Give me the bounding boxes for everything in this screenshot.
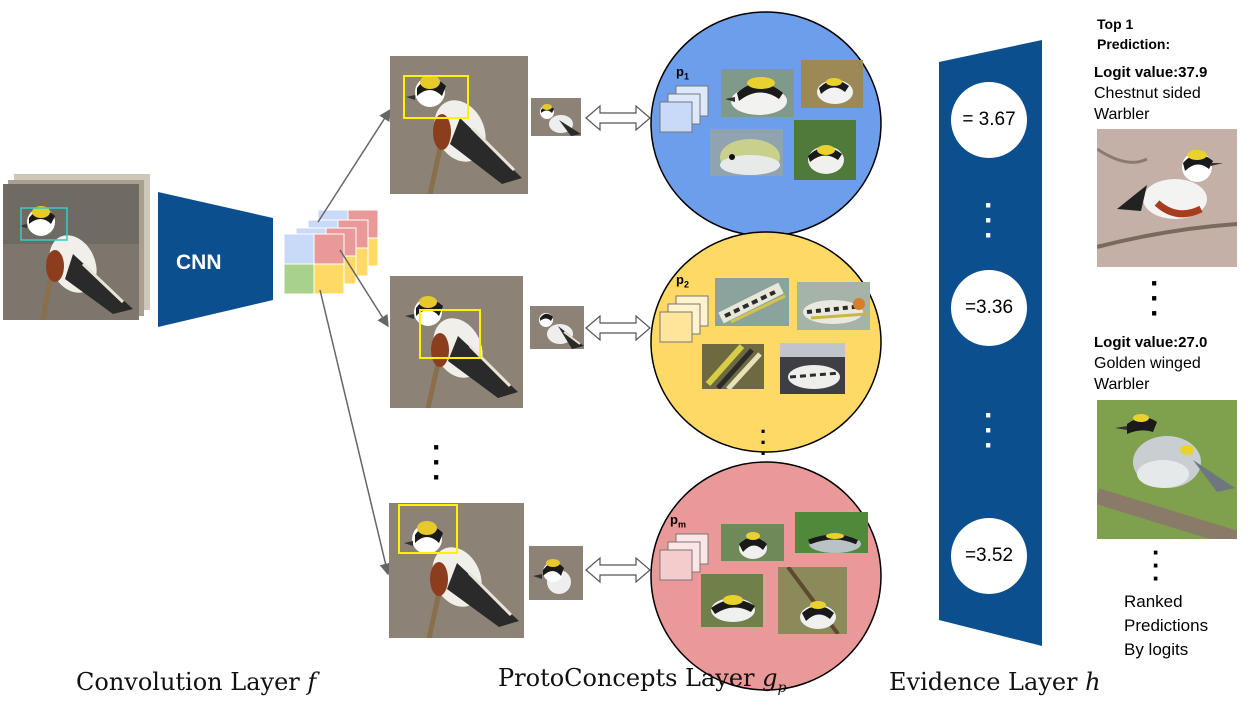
evidence-value-2: =3.36 (951, 270, 1027, 346)
proto-label-m: pm (670, 512, 686, 530)
patch-thumb-2 (530, 306, 584, 349)
arrow-to-top (317, 108, 391, 223)
prediction-footer: Ranked Predictions By logits (1124, 592, 1209, 659)
arrow-to-bottom (319, 289, 392, 576)
proto-example-photo (721, 524, 784, 561)
prototype-stack-icon (659, 295, 709, 343)
patch-thumb-m (529, 546, 583, 600)
vertical-ellipsis: ··· (1152, 537, 1161, 593)
prediction-header: Top 1 Prediction: (1097, 16, 1171, 52)
proto-example-photo (780, 343, 845, 394)
convolution-layer-caption: Convolution Layer f (76, 668, 317, 696)
prediction-second: Logit value:27.0 Golden winged Warbler (1094, 334, 1208, 393)
proto-example-photo (801, 60, 863, 108)
feature-map-icon (283, 209, 379, 295)
vertical-ellipsis: ··· (760, 419, 768, 466)
prototype-stack-icon (659, 533, 709, 581)
proto-example-photo (795, 512, 868, 553)
prototype-stack-icon (659, 85, 709, 133)
evidence-value-3: =3.52 (951, 518, 1027, 594)
patch-image-top (390, 56, 528, 194)
input-bird-photo (3, 184, 139, 320)
proto-label-1: p1 (676, 64, 689, 82)
proto-example-photo (702, 344, 764, 389)
proto-example-photo (710, 129, 783, 176)
double-arrow-icon (585, 314, 651, 342)
double-arrow-icon (585, 104, 651, 132)
patch-image-bottom (389, 503, 524, 638)
proto-example-photo (794, 120, 856, 180)
prediction-top1: Logit value:37.9 Chestnut sided Warbler (1094, 64, 1208, 123)
cnn-label: CNN (176, 251, 222, 274)
patch-thumb-1 (531, 98, 581, 136)
proto-example-photo (797, 282, 870, 330)
proto-example-photo (715, 278, 789, 326)
evidence-value-1: = 3.67 (951, 82, 1027, 158)
cnn-trapezoid (158, 192, 273, 327)
proto-example-photo (701, 574, 763, 627)
evidence-layer-caption: Evidence Layer h (889, 668, 1101, 696)
prediction-bird-photo-2 (1097, 400, 1237, 539)
vertical-ellipsis: ··· (1150, 267, 1160, 330)
vertical-ellipsis: ··· (984, 399, 994, 462)
protoconcepts-layer-caption: ProtoConcepts Layer gp (498, 664, 787, 696)
vertical-ellipsis: ··· (984, 189, 994, 252)
prediction-bird-photo-1 (1097, 129, 1237, 267)
proto-example-photo (778, 567, 847, 634)
proto-example-photo (721, 69, 794, 117)
arrow-to-middle (339, 249, 389, 328)
proto-label-2: p2 (676, 272, 689, 290)
double-arrow-icon (585, 556, 651, 584)
vertical-ellipsis: ··· (432, 431, 442, 494)
patch-image-middle (390, 276, 523, 408)
